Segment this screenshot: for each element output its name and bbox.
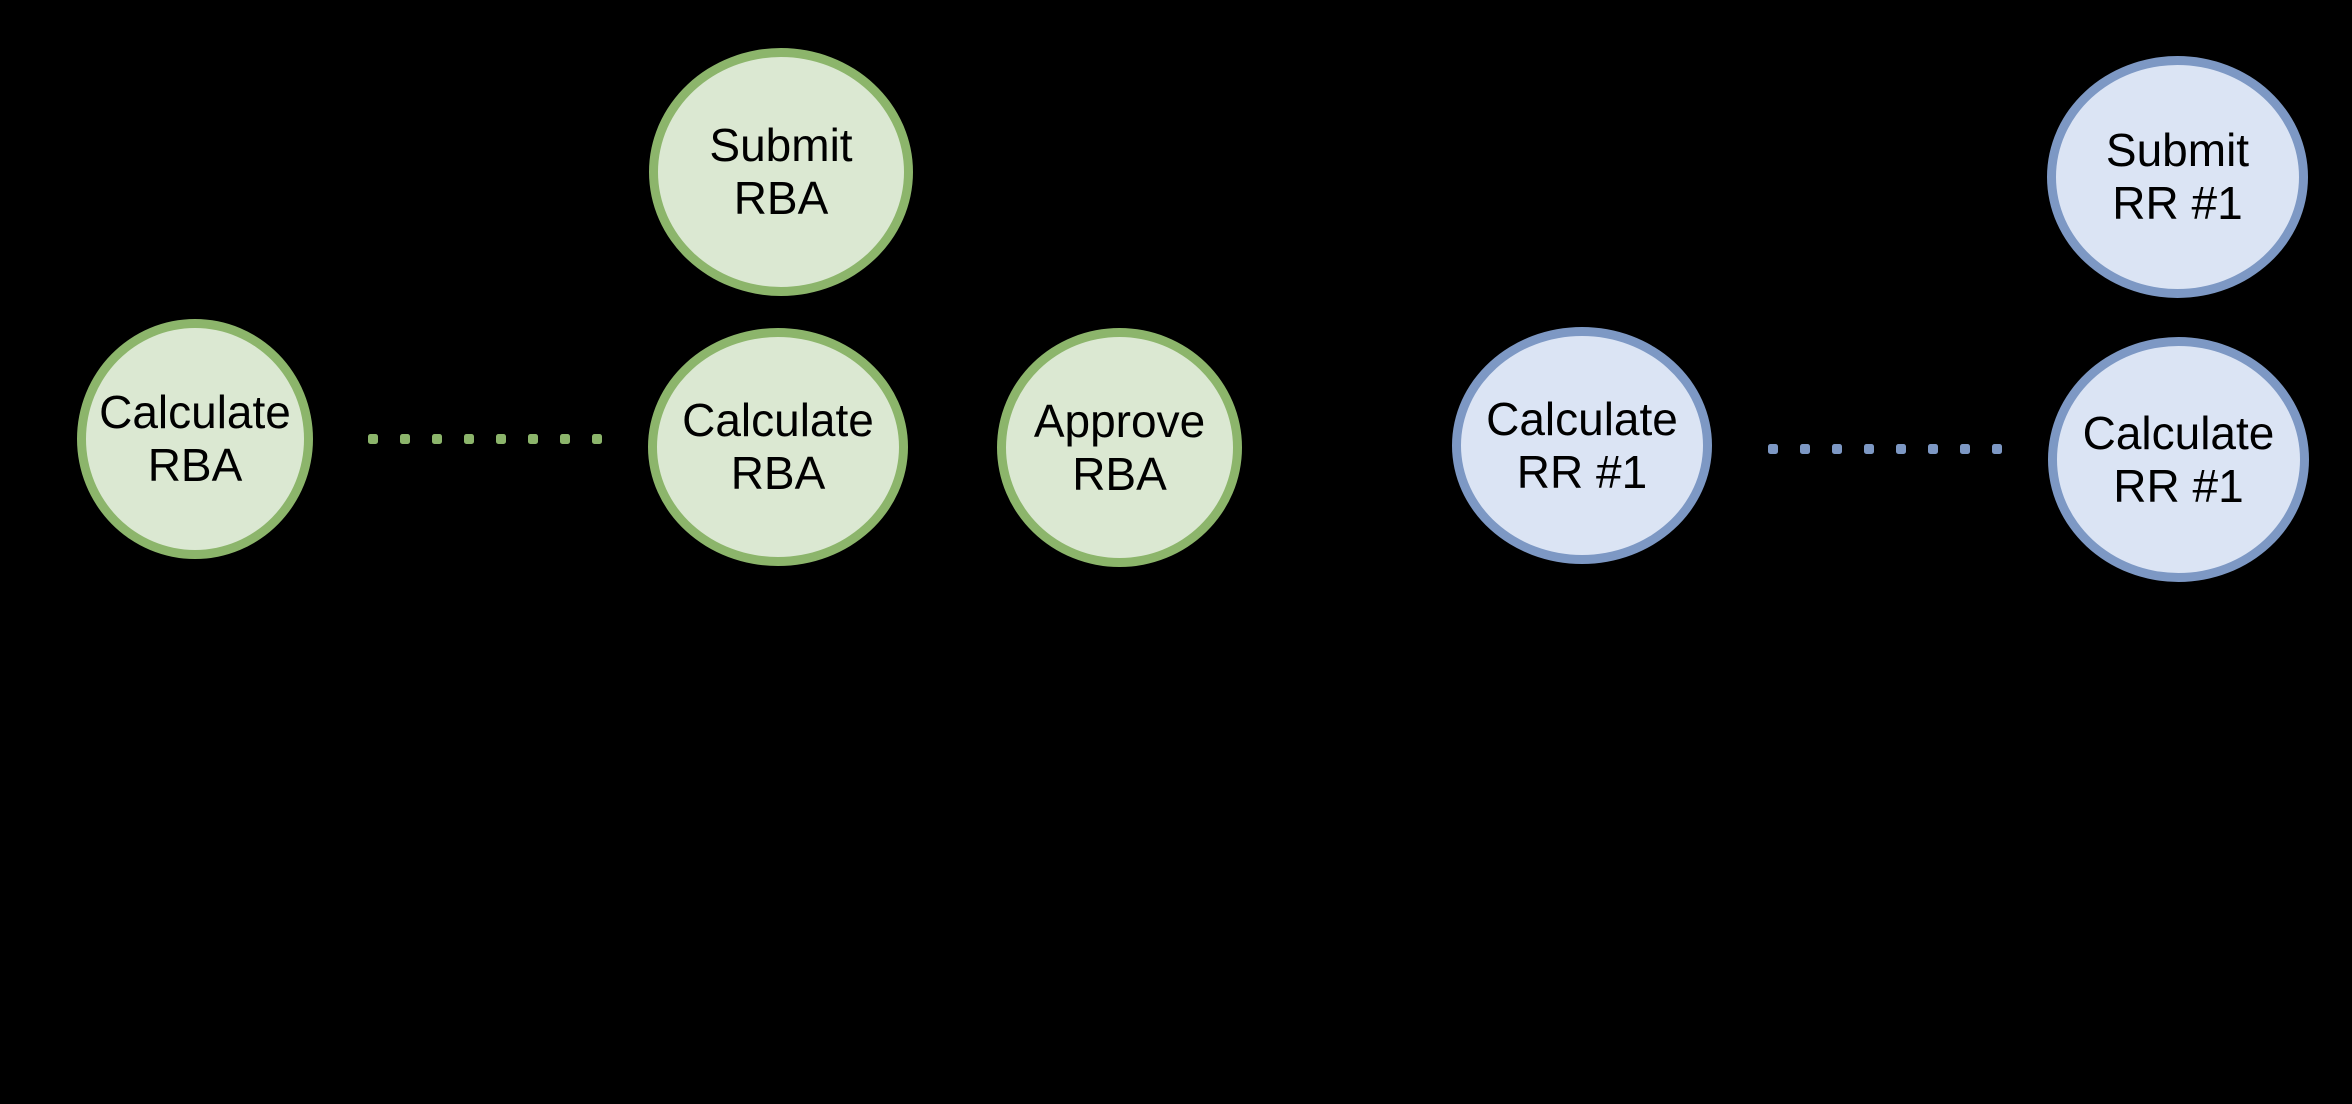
connector-dot bbox=[1832, 444, 1842, 454]
node-label-line1: Calculate bbox=[682, 394, 874, 446]
node-label-line1: Calculate bbox=[2082, 406, 2275, 459]
connector-dot bbox=[400, 434, 410, 444]
connector-dot bbox=[1800, 444, 1810, 454]
node-label-line2: RR #1 bbox=[1516, 445, 1648, 498]
connector-dot bbox=[464, 434, 474, 444]
node-label-line1: Calculate bbox=[99, 386, 291, 438]
connector-dot bbox=[1992, 444, 2002, 454]
connector-dot bbox=[1768, 444, 1778, 454]
connector-dot bbox=[592, 434, 602, 444]
dotted-connector-rr1 bbox=[1768, 444, 2002, 454]
node-label-line1: Calculate bbox=[1486, 392, 1678, 445]
node-label-line2: RBA bbox=[1072, 447, 1167, 500]
connector-dot bbox=[368, 434, 378, 444]
node-label-line1: Approve bbox=[1033, 394, 1206, 447]
connector-dot bbox=[1928, 444, 1938, 454]
connector-dot bbox=[432, 434, 442, 444]
dotted-connector-rba bbox=[368, 434, 602, 444]
node-label-line2: RR #1 bbox=[2112, 177, 2243, 229]
node-label-line2: RR #1 bbox=[2113, 459, 2244, 512]
node-label-line1: Submit bbox=[709, 119, 853, 171]
connector-dot bbox=[1864, 444, 1874, 454]
node-label-line1: Submit bbox=[2105, 124, 2250, 176]
node-label-line2: RBA bbox=[733, 172, 829, 224]
node-label-line2: RBA bbox=[730, 447, 826, 499]
connector-dot bbox=[1960, 444, 1970, 454]
connector-dot bbox=[1896, 444, 1906, 454]
connector-dot bbox=[560, 434, 570, 444]
node-label-line2: RBA bbox=[147, 439, 243, 491]
connector-dot bbox=[496, 434, 506, 444]
connector-dot bbox=[528, 434, 538, 444]
